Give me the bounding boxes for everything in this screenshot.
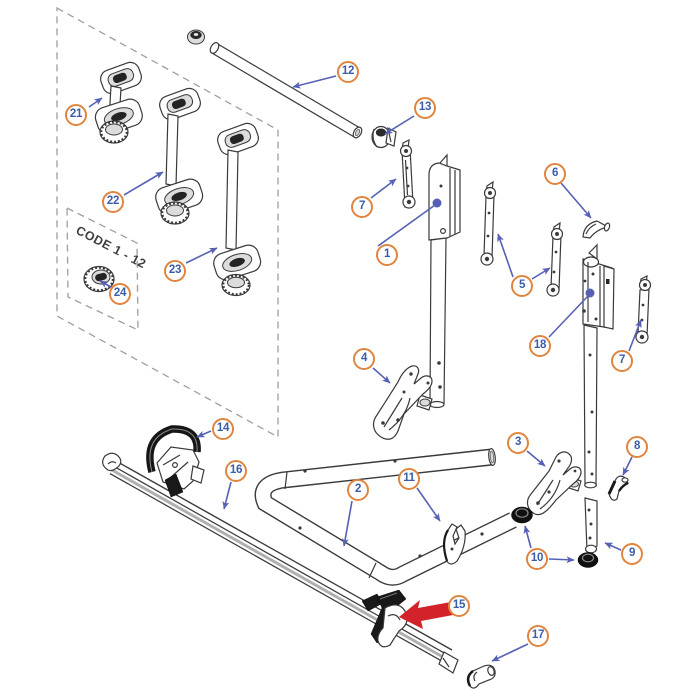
callout-3-label: 3	[514, 436, 522, 449]
callout-23-label: 23	[168, 264, 182, 277]
callout-5-label: 5	[518, 279, 526, 292]
part-17-drawing	[466, 664, 496, 689]
callout-1-label: 1	[383, 248, 391, 261]
callout-17: 17	[527, 625, 549, 647]
callout-4: 4	[353, 348, 375, 370]
callout-23: 23	[164, 260, 186, 282]
callout-7-right-label: 7	[618, 354, 626, 367]
part-3-drawing	[526, 451, 582, 516]
part-4-drawing	[372, 365, 433, 440]
callout-18: 18	[529, 335, 551, 357]
callout-18-label: 18	[533, 339, 547, 352]
callout-7-left: 7	[351, 196, 373, 218]
callout-22: 22	[102, 191, 124, 213]
part-5-drawing	[480, 180, 564, 297]
callout-17-label: 17	[531, 629, 545, 642]
callout-14: 14	[212, 418, 234, 440]
callout-21-label: 21	[69, 108, 83, 121]
callout-16: 16	[225, 460, 247, 482]
callout-8-label: 8	[633, 440, 641, 453]
callout-24-label: 24	[113, 287, 127, 300]
callout-13-label: 13	[418, 101, 432, 114]
callout-15-label: 15	[452, 599, 466, 612]
callout-7-left-label: 7	[358, 200, 366, 213]
callout-12: 12	[337, 61, 359, 83]
part-1-drawing	[428, 153, 461, 409]
callout-10: 10	[526, 548, 548, 570]
callout-4-label: 4	[360, 352, 368, 365]
part-9-drawing	[584, 497, 598, 554]
part-18-drawing	[582, 243, 615, 489]
part-8-drawing	[607, 475, 629, 501]
callout-5: 5	[511, 275, 533, 297]
part-23-drawing	[213, 122, 262, 297]
part-2-drawing	[254, 448, 517, 586]
callout-15: 15	[448, 595, 470, 617]
callout-11-label: 11	[403, 472, 415, 485]
part-10-drawing	[511, 506, 599, 568]
callout-16-label: 16	[229, 464, 243, 477]
callout-11: 11	[398, 468, 420, 490]
callout-7-right: 7	[611, 350, 633, 372]
callout-13: 13	[414, 97, 436, 119]
callout-21: 21	[65, 104, 87, 126]
part-7-right-drawing	[635, 274, 652, 344]
callout-3: 3	[507, 432, 529, 454]
part-21-drawing	[94, 61, 143, 144]
part-14-drawing	[146, 425, 205, 498]
callout-24: 24	[109, 283, 131, 305]
callout-9: 9	[621, 543, 643, 565]
callout-8: 8	[626, 436, 648, 458]
part-11-drawing	[443, 523, 466, 565]
callout-14-label: 14	[216, 422, 230, 435]
part-15-drawing	[361, 589, 408, 648]
part-22-drawing	[155, 87, 204, 225]
callout-22-label: 22	[106, 195, 120, 208]
boundary-box	[56, 6, 279, 439]
callout-6-label: 6	[551, 167, 559, 180]
code-box	[66, 206, 139, 332]
part-6-drawing	[582, 220, 611, 239]
callout-9-label: 9	[628, 547, 636, 560]
callout-6: 6	[544, 163, 566, 185]
callout-2-label: 2	[354, 483, 362, 496]
callout-2: 2	[347, 479, 369, 501]
callout-12-label: 12	[341, 65, 355, 78]
leader-lines	[88, 75, 642, 662]
callout-1: 1	[376, 244, 398, 266]
highlight-arrow-15	[399, 600, 453, 629]
callout-10-label: 10	[530, 552, 544, 565]
part-7-left-drawing	[399, 138, 416, 209]
part-12-drawing	[187, 29, 363, 139]
